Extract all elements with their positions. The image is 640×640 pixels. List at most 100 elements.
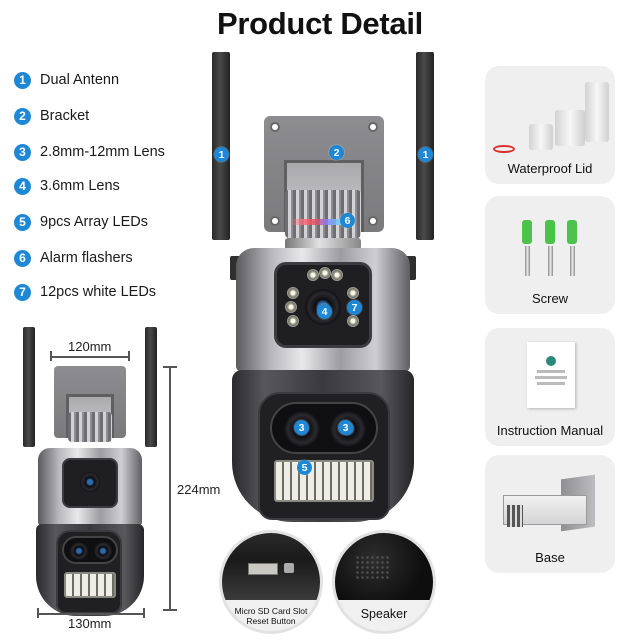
upper-lens bbox=[80, 472, 100, 492]
dimension-tick bbox=[163, 609, 177, 611]
array-led-panel bbox=[274, 460, 374, 502]
screw-hole bbox=[368, 122, 378, 132]
sd-slot-icon bbox=[248, 563, 278, 575]
white-led bbox=[331, 269, 343, 281]
screw-icon bbox=[548, 246, 553, 276]
white-led bbox=[285, 301, 297, 313]
feature-item: 6 Alarm flashers bbox=[14, 248, 133, 268]
number-badge-icon: 2 bbox=[14, 107, 31, 125]
manual-text-line bbox=[537, 382, 565, 385]
white-led bbox=[347, 287, 359, 299]
accessory-label: Instruction Manual bbox=[496, 423, 604, 438]
wall-anchor-icon bbox=[567, 220, 577, 244]
feature-item: 3 2.8mm-12mm Lens bbox=[14, 142, 165, 162]
dimension-line-bottom bbox=[38, 613, 144, 615]
dimension-tick bbox=[163, 366, 177, 368]
sd-card-detail: Micro SD Card Slot Reset Button bbox=[219, 530, 323, 634]
accessory-card-instruction-manual: Instruction Manual bbox=[485, 328, 615, 446]
wall-anchor-icon bbox=[545, 220, 555, 244]
lid-piece-icon bbox=[529, 124, 553, 150]
white-led bbox=[347, 315, 359, 327]
speaker-photo bbox=[335, 533, 433, 600]
callout-lens-right: 3 bbox=[338, 420, 353, 435]
dimension-camera-illustration: 120mm 130mm 224mm bbox=[0, 0, 220, 631]
dual-lens-window bbox=[270, 402, 378, 454]
dimension-tick bbox=[50, 351, 52, 361]
callout-alarm: 6 bbox=[340, 213, 355, 228]
zoom-lens-right bbox=[94, 542, 112, 560]
speaker-caption: Speaker bbox=[360, 607, 408, 621]
screw-hole bbox=[270, 216, 280, 226]
feature-item: 2 Bracket bbox=[14, 106, 89, 126]
dimension-line-height bbox=[169, 366, 171, 610]
base-slots-icon bbox=[507, 505, 523, 527]
dimension-height: 224mm bbox=[177, 482, 221, 497]
screw-hole bbox=[270, 122, 280, 132]
number-badge-icon: 7 bbox=[14, 283, 31, 301]
dimension-width-bottom: 130mm bbox=[68, 616, 112, 631]
alarm-flasher-column bbox=[68, 412, 112, 442]
speaker-detail: Speaker bbox=[332, 530, 436, 634]
white-led bbox=[287, 315, 299, 327]
callout-bracket: 2 bbox=[329, 145, 344, 160]
manual-logo-icon bbox=[546, 356, 556, 366]
feature-label: Alarm flashers bbox=[40, 250, 133, 266]
accessory-card-waterproof-lid: Waterproof Lid bbox=[485, 66, 615, 184]
reset-button-icon bbox=[284, 563, 294, 573]
upper-lens-face bbox=[62, 458, 118, 508]
callout-white-leds: 7 bbox=[347, 300, 362, 315]
alarm-light-strip bbox=[290, 219, 356, 225]
rotation-collar bbox=[285, 238, 361, 250]
dual-lens-window bbox=[62, 536, 118, 564]
manual-booklet-icon bbox=[527, 342, 575, 408]
feature-label: Dual Antenn bbox=[40, 72, 120, 88]
manual-text-line bbox=[535, 376, 567, 379]
dimension-tick bbox=[37, 608, 39, 618]
dimension-tick bbox=[128, 351, 130, 361]
o-ring-icon bbox=[493, 145, 515, 153]
screw-icon bbox=[570, 246, 575, 276]
sd-card-caption-line2: Reset Button bbox=[246, 616, 296, 626]
callout-lens-top: 4 bbox=[317, 304, 332, 319]
accessory-label: Waterproof Lid bbox=[507, 161, 593, 176]
dimension-line-top bbox=[51, 356, 129, 358]
antenna-left bbox=[23, 327, 35, 447]
dimension-width-top: 120mm bbox=[68, 339, 112, 354]
feature-item: 5 9pcs Array LEDs bbox=[14, 212, 148, 232]
white-led bbox=[319, 267, 331, 279]
antenna-right bbox=[145, 327, 157, 447]
dual-lens-head bbox=[258, 392, 390, 520]
number-badge-icon: 5 bbox=[14, 213, 31, 231]
antenna-left bbox=[212, 52, 230, 240]
white-led bbox=[307, 269, 319, 281]
sd-card-slot-photo bbox=[222, 533, 320, 600]
array-led-panel bbox=[64, 572, 116, 598]
feature-label: 9pcs Array LEDs bbox=[40, 214, 148, 230]
speaker-grille-icon bbox=[355, 555, 391, 581]
sd-card-caption: Micro SD Card Slot Reset Button bbox=[222, 606, 320, 626]
white-led bbox=[287, 287, 299, 299]
page-title: Product Detail bbox=[217, 6, 423, 41]
screw-hole bbox=[368, 216, 378, 226]
wall-anchor-icon bbox=[522, 220, 532, 244]
accessory-label: Screw bbox=[531, 291, 569, 306]
feature-item: 4 3.6mm Lens bbox=[14, 176, 120, 196]
feature-item: 1 Dual Antenn bbox=[14, 70, 119, 90]
feature-item: 7 12pcs white LEDs bbox=[14, 282, 156, 302]
feature-label: Bracket bbox=[40, 108, 90, 124]
antenna-right bbox=[416, 52, 434, 240]
number-badge-icon: 6 bbox=[14, 249, 31, 267]
dimension-tick bbox=[143, 608, 145, 618]
callout-lens-left: 3 bbox=[294, 420, 309, 435]
feature-label: 2.8mm-12mm Lens bbox=[40, 144, 165, 160]
number-badge-icon: 4 bbox=[14, 177, 31, 195]
number-badge-icon: 1 bbox=[14, 71, 31, 89]
manual-text-line bbox=[537, 370, 565, 373]
callout-array-leds: 5 bbox=[297, 460, 312, 475]
accessory-label: Base bbox=[535, 550, 565, 565]
callout-antenna-right: 1 bbox=[418, 147, 433, 162]
dual-lens-head bbox=[56, 530, 122, 614]
accessory-card-screw: Screw bbox=[485, 196, 615, 314]
lid-piece-icon bbox=[585, 82, 609, 142]
